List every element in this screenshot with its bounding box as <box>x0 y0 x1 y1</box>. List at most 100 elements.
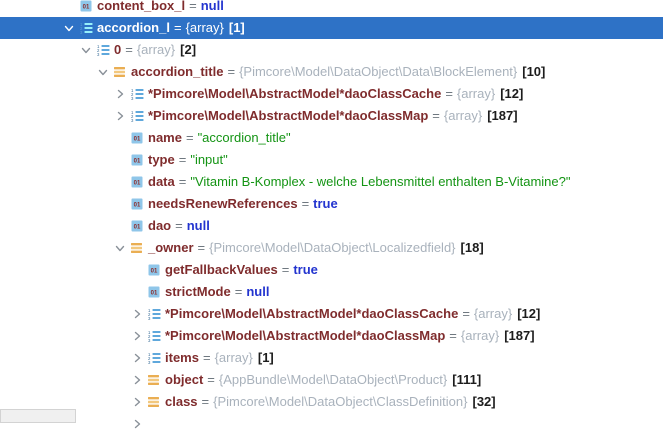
primitive-icon: 01 <box>131 176 148 188</box>
tree-row[interactable] <box>0 413 663 435</box>
variable-value: "Vitamin B-Komplex - welche Lebensmittel… <box>190 174 571 189</box>
svg-text:2: 2 <box>131 114 134 119</box>
variable-value: {array} <box>456 86 496 101</box>
equals-sign: = <box>207 372 215 387</box>
svg-text:1: 1 <box>131 88 134 93</box>
variable-name: content_box_l <box>97 0 186 13</box>
tree-row[interactable]: 01 type = "input" <box>0 149 663 171</box>
equals-sign: = <box>178 152 187 167</box>
tree-row[interactable]: 01 strictMode = null <box>0 281 663 303</box>
variable-value: {array} <box>136 42 176 57</box>
svg-text:3: 3 <box>131 118 134 122</box>
variable-name: needsRenewReferences <box>148 196 298 211</box>
tree-row[interactable]: 01 name = "accordion_title" <box>0 127 663 149</box>
variable-name: strictMode <box>165 284 231 299</box>
element-count: [2] <box>180 42 197 57</box>
svg-text:2: 2 <box>148 334 151 339</box>
chevron-right-icon[interactable] <box>114 88 131 100</box>
chevron-right-icon[interactable] <box>131 330 148 342</box>
tree-row[interactable]: accordion_title = {Pimcore\Model\DataObj… <box>0 61 663 83</box>
variable-value: {array} <box>185 20 224 35</box>
equals-sign: = <box>301 196 310 211</box>
variable-value: {Pimcore\Model\DataObject\ClassDefinitio… <box>213 394 468 409</box>
svg-text:3: 3 <box>97 52 100 56</box>
chevron-icon <box>131 264 148 276</box>
element-count: [32] <box>472 394 496 409</box>
variable-value: "input" <box>190 152 228 167</box>
variable-value: {array} <box>443 108 483 123</box>
chevron-right-icon[interactable] <box>114 110 131 122</box>
svg-text:01: 01 <box>83 4 90 10</box>
svg-text:01: 01 <box>151 268 158 274</box>
svg-text:2: 2 <box>97 48 100 53</box>
chevron-right-icon[interactable] <box>131 396 148 408</box>
variable-value: null <box>246 284 270 299</box>
svg-text:01: 01 <box>134 202 141 208</box>
svg-text:01: 01 <box>134 158 141 164</box>
chevron-right-icon[interactable] <box>131 352 148 364</box>
svg-text:1: 1 <box>131 110 134 115</box>
chevron-right-icon[interactable] <box>131 308 148 320</box>
equals-sign: = <box>462 306 470 321</box>
tree-row[interactable]: 01 dao = null <box>0 215 663 237</box>
element-count: [12] <box>500 86 524 101</box>
primitive-icon: 01 <box>148 286 165 298</box>
tree-row[interactable]: 01 getFallbackValues = true <box>0 259 663 281</box>
svg-text:1: 1 <box>148 308 151 313</box>
horizontal-scrollbar-thumb[interactable] <box>0 409 76 423</box>
object-icon <box>131 242 148 254</box>
variable-name: 0 <box>114 42 122 57</box>
chevron-down-icon[interactable] <box>63 22 80 34</box>
chevron-right-icon[interactable] <box>131 418 148 430</box>
svg-text:3: 3 <box>80 30 83 34</box>
element-count: [18] <box>460 240 484 255</box>
tree-row[interactable]: 01 content_box_l = null <box>0 0 663 17</box>
tree-row[interactable]: class = {Pimcore\Model\DataObject\ClassD… <box>0 391 663 413</box>
chevron-icon <box>63 0 80 12</box>
variable-value: {array} <box>473 306 513 321</box>
equals-sign: = <box>175 218 183 233</box>
chevron-down-icon[interactable] <box>97 66 114 78</box>
chevron-right-icon[interactable] <box>131 374 148 386</box>
variable-name: type <box>148 152 175 167</box>
chevron-icon <box>114 132 131 144</box>
svg-text:2: 2 <box>80 26 83 31</box>
type-icon <box>148 418 165 430</box>
tree-row[interactable]: object = {AppBundle\Model\DataObject\Pro… <box>0 369 663 391</box>
equals-sign: = <box>281 262 290 277</box>
primitive-icon: 01 <box>131 198 148 210</box>
chevron-down-icon[interactable] <box>80 44 97 56</box>
equals-sign: = <box>432 108 440 123</box>
primitive-icon: 01 <box>131 154 148 166</box>
variable-name: _owner <box>148 240 194 255</box>
variable-value: {Pimcore\Model\DataObject\Data\BlockElem… <box>239 64 518 79</box>
primitive-icon: 01 <box>80 0 97 12</box>
chevron-icon <box>131 286 148 298</box>
chevron-icon <box>114 154 131 166</box>
variable-name: getFallbackValues <box>165 262 278 277</box>
equals-sign: = <box>189 0 197 13</box>
svg-text:01: 01 <box>134 136 141 142</box>
chevron-down-icon[interactable] <box>114 242 131 254</box>
tree-row[interactable]: 01 data = "Vitamin B-Komplex - welche Le… <box>0 171 663 193</box>
variable-value: {AppBundle\Model\DataObject\Product} <box>218 372 448 387</box>
tree-row[interactable]: _owner = {Pimcore\Model\DataObject\Local… <box>0 237 663 259</box>
element-count: [1] <box>228 20 245 35</box>
object-icon <box>148 396 165 408</box>
tree-row[interactable]: 01 needsRenewReferences = true <box>0 193 663 215</box>
variable-value: "accordion_title" <box>197 130 291 145</box>
svg-text:2: 2 <box>148 356 151 361</box>
variable-value: null <box>186 218 210 233</box>
chevron-icon <box>114 176 131 188</box>
